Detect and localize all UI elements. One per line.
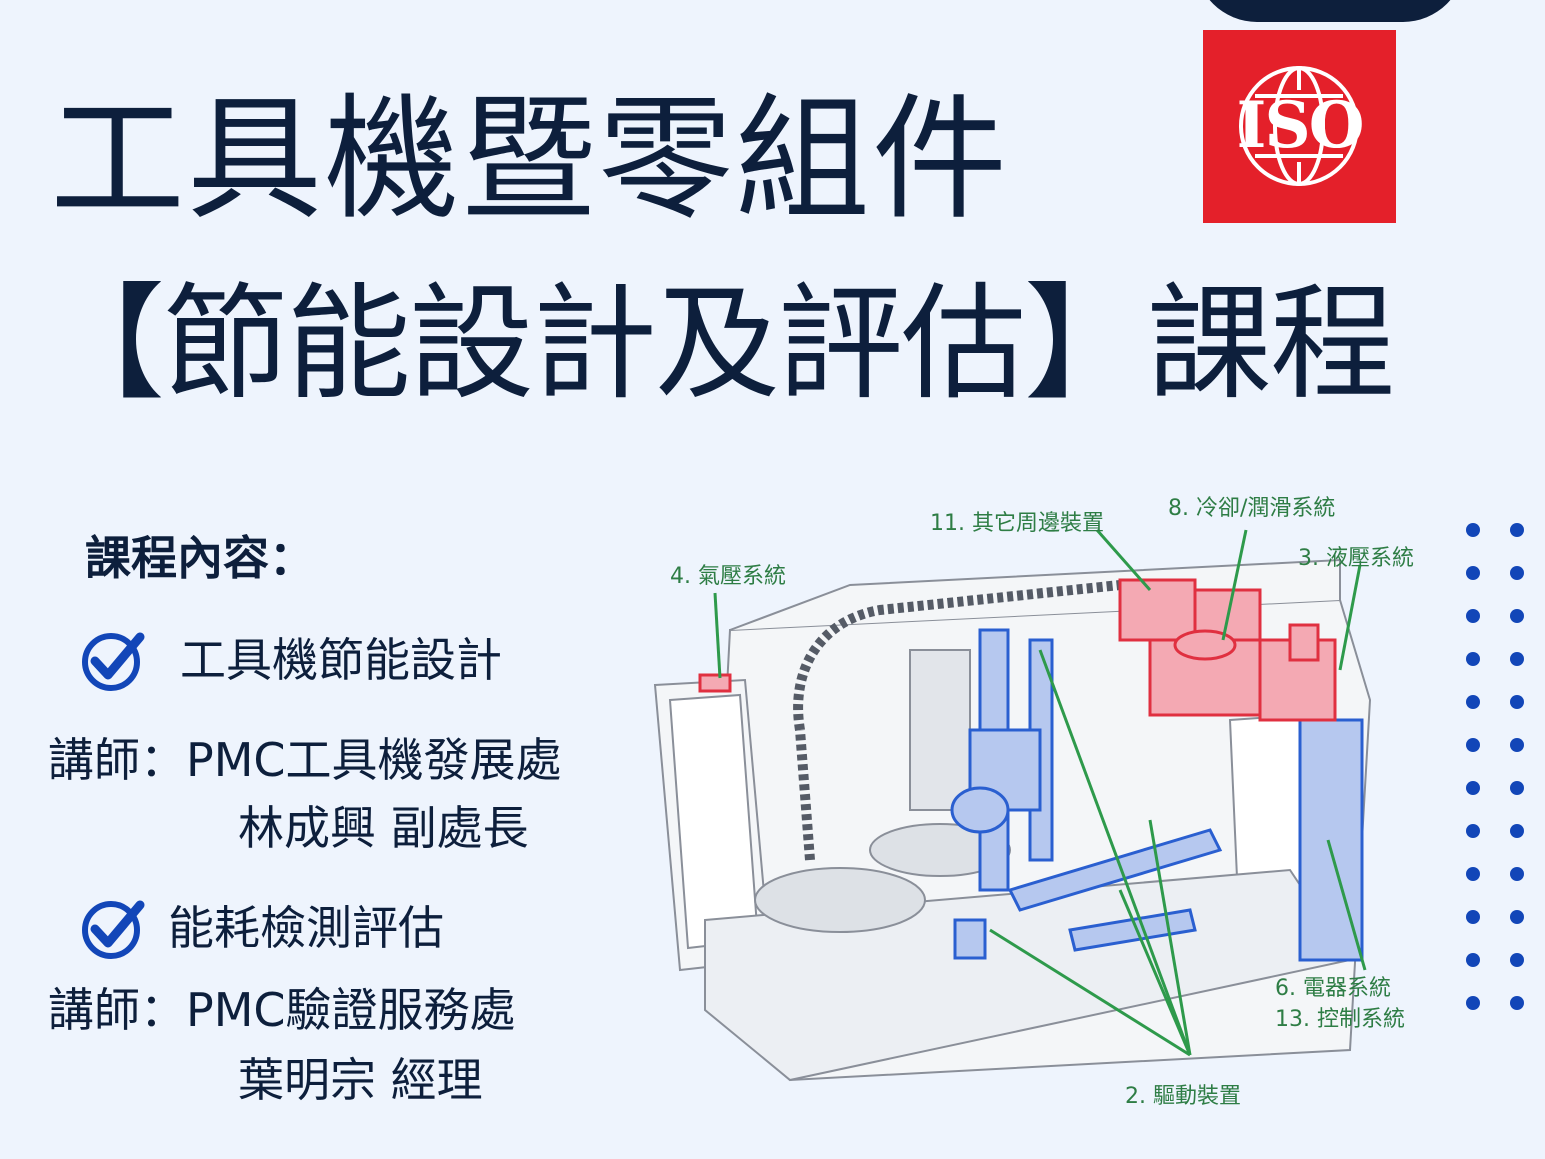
course-teacher: 講師：PMC驗證服務處 <box>48 983 516 1037</box>
page-title-line2: 【節能設計及評估】課程 <box>40 272 1395 417</box>
dot <box>1466 996 1480 1010</box>
dot <box>1510 738 1524 752</box>
dot <box>1510 781 1524 795</box>
iso-logo: ISO <box>1203 30 1396 223</box>
course-content-heading: 課程內容： <box>85 531 315 585</box>
machine-illustration <box>653 529 1372 1082</box>
dot-pattern <box>1464 520 1534 1020</box>
dot <box>1466 738 1480 752</box>
dot <box>1466 609 1480 623</box>
dot <box>1466 652 1480 666</box>
dot <box>1466 910 1480 924</box>
page-title-line1: 工具機暨零組件 <box>50 81 1009 238</box>
callout-peripherals: 11. 其它周邊裝置 <box>930 511 1104 536</box>
course-teacher: 講師：PMC工具機發展處 <box>48 733 562 787</box>
dot <box>1466 953 1480 967</box>
callout-drive: 2. 驅動裝置 <box>1125 1084 1241 1109</box>
dot <box>1466 781 1480 795</box>
course-teacher-name: 林成興 副處長 <box>238 801 529 855</box>
globe-icon <box>1239 66 1359 186</box>
dot <box>1510 996 1524 1010</box>
dot <box>1510 652 1524 666</box>
dot <box>1510 824 1524 838</box>
machine-diagram: 11. 其它周邊裝置 8. 冷卻/潤滑系統 4. 氣壓系統 3. 液壓系統 6.… <box>650 490 1450 1130</box>
dot <box>1466 695 1480 709</box>
check-circle-icon <box>82 632 145 691</box>
course-item-label: 工具機節能設計 <box>180 633 502 687</box>
dot <box>1510 867 1524 881</box>
dot <box>1510 609 1524 623</box>
dot <box>1510 523 1524 537</box>
callout-pneumatic: 4. 氣壓系統 <box>670 564 786 589</box>
dot <box>1466 824 1480 838</box>
check-circle-icon <box>82 900 145 959</box>
dot <box>1466 566 1480 580</box>
dot <box>1466 523 1480 537</box>
dot <box>1510 695 1524 709</box>
dot <box>1466 867 1480 881</box>
callout-hydraulic: 3. 液壓系統 <box>1298 546 1414 571</box>
callout-electrical: 6. 電器系統 <box>1275 976 1391 1001</box>
course-item-label: 能耗檢測評估 <box>168 901 444 955</box>
course-teacher-name: 葉明宗 經理 <box>238 1053 483 1107</box>
dot <box>1510 910 1524 924</box>
dot <box>1510 566 1524 580</box>
callout-control: 13. 控制系統 <box>1275 1007 1405 1032</box>
callout-cooling: 8. 冷卻/潤滑系統 <box>1168 496 1336 521</box>
dot <box>1510 953 1524 967</box>
iso-logo-text: ISO <box>1236 88 1365 163</box>
top-decor-shape <box>1195 0 1465 22</box>
